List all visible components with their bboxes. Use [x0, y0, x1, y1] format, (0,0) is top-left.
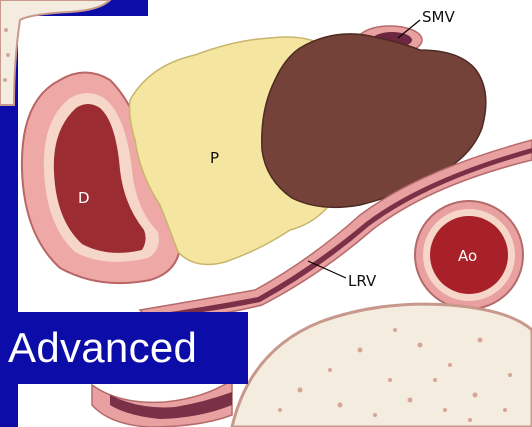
- label-lrv: LRV: [348, 272, 377, 290]
- label-p: P: [210, 149, 219, 167]
- label-smv: SMV: [422, 8, 455, 26]
- label-d: D: [78, 189, 90, 207]
- label-ao: Ao: [458, 247, 477, 265]
- advanced-banner-text: Advanced: [8, 323, 197, 373]
